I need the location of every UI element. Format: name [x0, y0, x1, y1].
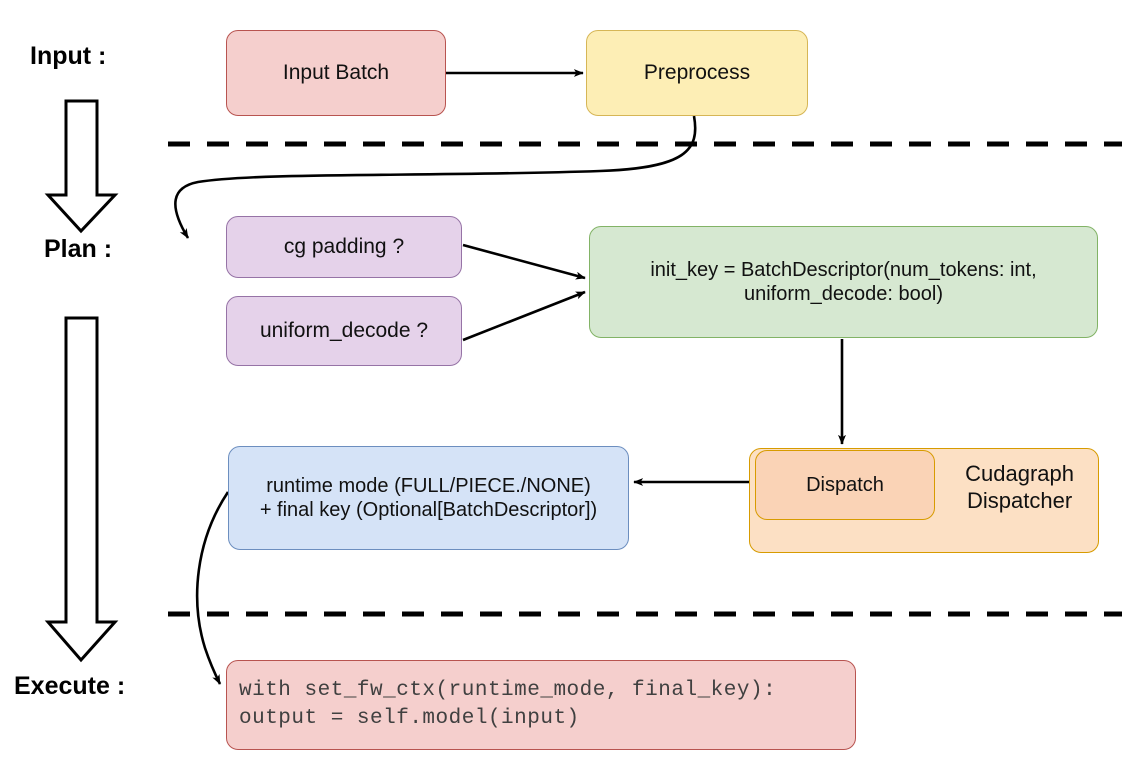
runtime-mode-to-exec-code: [195, 491, 230, 685]
node-preprocess-label: Preprocess: [643, 61, 751, 85]
node-cudagraph-dispatcher-label: Cudagraph Dispatcher: [965, 461, 1074, 513]
node-cg-padding[interactable]: cg padding ?: [226, 216, 462, 278]
uniform-decode-to-init-key: [462, 290, 586, 342]
node-init-key[interactable]: init_key = BatchDescriptor(num_tokens: i…: [589, 226, 1098, 338]
node-execute-code[interactable]: with set_fw_ctx(runtime_mode, final_key)…: [226, 660, 856, 750]
node-uniform-decode-label: uniform_decode ?: [259, 319, 429, 343]
node-dispatch[interactable]: Dispatch: [755, 450, 935, 520]
node-input-batch-label: Input Batch: [282, 61, 390, 85]
node-dispatch-label: Dispatch: [806, 473, 884, 496]
node-runtime-mode[interactable]: runtime mode (FULL/PIECE./NONE) + final …: [228, 446, 629, 550]
node-cg-padding-label: cg padding ?: [283, 235, 405, 259]
node-input-batch[interactable]: Input Batch: [226, 30, 446, 116]
node-execute-code-label: with set_fw_ctx(runtime_mode, final_key)…: [239, 679, 777, 730]
plan-to-execute-flow-arrow: [44, 316, 119, 663]
node-init-key-label: init_key = BatchDescriptor(num_tokens: i…: [650, 258, 1037, 305]
cg-padding-to-init-key: [462, 243, 586, 280]
node-preprocess[interactable]: Preprocess: [586, 30, 808, 116]
stage-label-plan: Plan :: [44, 235, 113, 263]
node-uniform-decode[interactable]: uniform_decode ?: [226, 296, 462, 366]
node-runtime-mode-label: runtime mode (FULL/PIECE./NONE) + final …: [259, 474, 598, 521]
stage-label-input: Input :: [30, 42, 107, 70]
input-to-plan-flow-arrow: [44, 99, 119, 234]
stage-label-execute: Execute :: [14, 672, 126, 700]
